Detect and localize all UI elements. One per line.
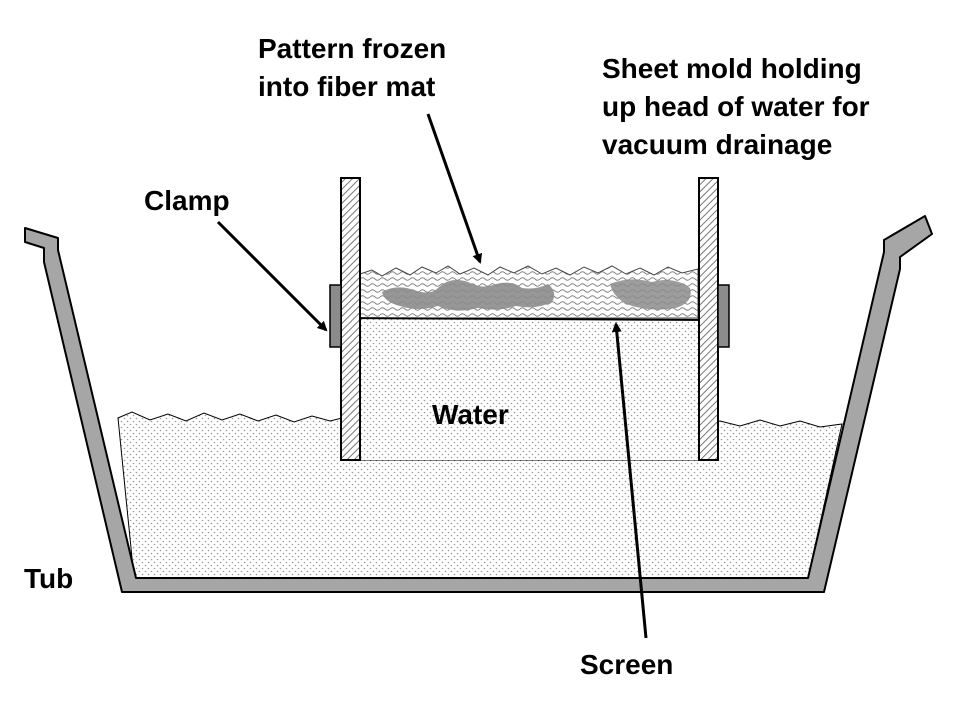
screen-arrow: [611, 322, 648, 639]
screen-line: [341, 317, 717, 321]
tub: [24, 215, 933, 593]
clamp-left: [329, 284, 342, 348]
clamp-right: [717, 284, 730, 348]
screen-label: Screen: [580, 649, 673, 680]
mold-label-line3: vacuum drainage: [602, 129, 832, 160]
mold-label-line1: Sheet mold holding: [602, 53, 862, 84]
tub-label: Tub: [24, 563, 73, 594]
pattern-label-line1: Pattern frozen: [258, 33, 446, 64]
pattern-blob: [610, 279, 691, 310]
mold-wall-right: [698, 177, 719, 461]
pattern-arrow: [426, 113, 483, 264]
pattern-blob: [382, 280, 555, 311]
water-label: Water: [432, 399, 509, 430]
clamp-arrow: [216, 220, 328, 332]
clamp-label: Clamp: [144, 185, 230, 216]
pattern-label-line2: into fiber mat: [258, 71, 435, 102]
mold-wall-left: [340, 177, 361, 461]
mold-label-line2: up head of water for: [602, 91, 870, 122]
mold-water: [360, 318, 698, 460]
